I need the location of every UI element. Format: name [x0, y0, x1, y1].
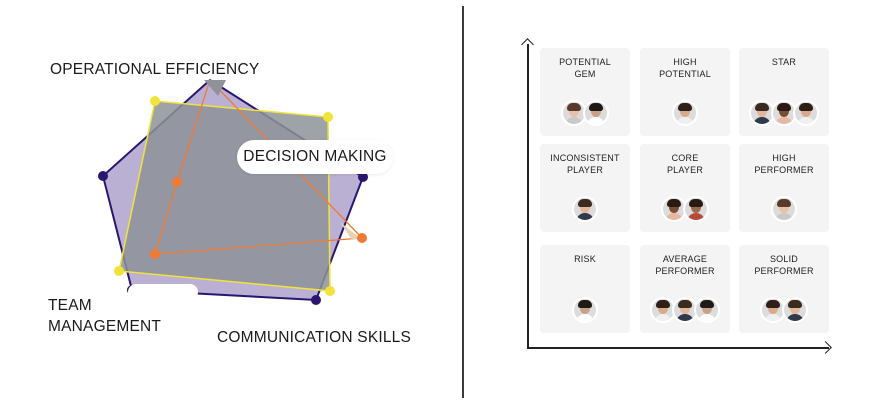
matrix-cell: SOLID PERFORMER — [739, 245, 829, 333]
x-axis — [527, 347, 829, 349]
vertex-dot — [98, 171, 108, 181]
vertex-dot — [323, 112, 333, 122]
vertex-dot — [325, 286, 335, 296]
gray-polygon — [118, 100, 331, 292]
matrix-cell: INCONSISTENT PLAYER — [540, 144, 630, 232]
man-avatar — [672, 297, 698, 323]
woman-avatar — [672, 100, 698, 126]
vertex-dot — [114, 266, 124, 276]
woman-avatar — [771, 100, 797, 126]
vertex-dot — [150, 249, 160, 259]
man-avatar — [572, 196, 598, 222]
label-operational-efficiency: OPERATIONAL EFFICIENCY — [50, 61, 260, 78]
man-avatar — [782, 297, 808, 323]
avatar-group — [739, 297, 829, 323]
label-team-management: TEAM MANAGEMENT — [48, 297, 162, 335]
man-avatar — [683, 196, 709, 222]
avatar-group — [540, 196, 630, 222]
cell-title: POTENTIAL GEM — [559, 57, 611, 79]
man-avatar — [583, 100, 609, 126]
matrix-cell: HIGH POTENTIAL — [640, 48, 730, 136]
vertex-dot — [357, 233, 367, 243]
avatar-group — [640, 196, 730, 222]
vertex-dot — [172, 177, 182, 187]
cell-title: AVERAGE PERFORMER — [655, 254, 715, 276]
avatar-group — [640, 100, 730, 126]
cell-title: STAR — [771, 57, 797, 67]
matrix-cell: STAR — [739, 48, 829, 136]
avatar-group — [739, 196, 829, 222]
matrix-cell: AVERAGE PERFORMER — [640, 245, 730, 333]
cell-title: HIGH POTENTIAL — [659, 57, 711, 79]
man-avatar — [694, 297, 720, 323]
nine-box-matrix: POTENTIAL GEM HIGH POTENTIAL STAR INCONSIST… — [520, 38, 840, 358]
matrix-cell: CORE PLAYER — [640, 144, 730, 232]
avatar-group — [640, 297, 730, 323]
woman-avatar — [793, 100, 819, 126]
label-mask — [128, 284, 198, 300]
label-decision-making: DECISION MAKING — [237, 140, 393, 174]
matrix-cell: POTENTIAL GEM — [540, 48, 630, 136]
woman-avatar — [771, 196, 797, 222]
top-cap — [204, 80, 226, 96]
woman-avatar — [561, 100, 587, 126]
beige-shape — [340, 222, 360, 240]
arrow-up-icon — [521, 38, 534, 51]
divider-line — [462, 6, 464, 398]
avatar-group — [540, 100, 630, 126]
cell-title: CORE PLAYER — [666, 153, 704, 175]
cell-title: INCONSISTENT PLAYER — [550, 153, 620, 175]
woman-avatar — [650, 297, 676, 323]
matrix-cell: RISK — [540, 245, 630, 333]
radar-chart: OPERATIONAL EFFICIENCY DECISION MAKING T… — [48, 61, 412, 346]
label-communication-skills: COMMUNICATION SKILLS — [217, 329, 412, 346]
cell-title: RISK — [574, 254, 596, 264]
avatar-group — [739, 100, 829, 126]
avatar-group — [540, 297, 630, 323]
cell-title: SOLID PERFORMER — [754, 254, 814, 276]
man-avatar — [572, 297, 598, 323]
cell-title: HIGH PERFORMER — [754, 153, 814, 175]
arrow-right-icon — [819, 341, 832, 354]
y-axis — [527, 44, 529, 348]
vertex-dot — [358, 172, 368, 182]
vertex-dot — [311, 295, 321, 305]
matrix-cell: HIGH PERFORMER — [739, 144, 829, 232]
vertex-dot — [150, 96, 160, 106]
